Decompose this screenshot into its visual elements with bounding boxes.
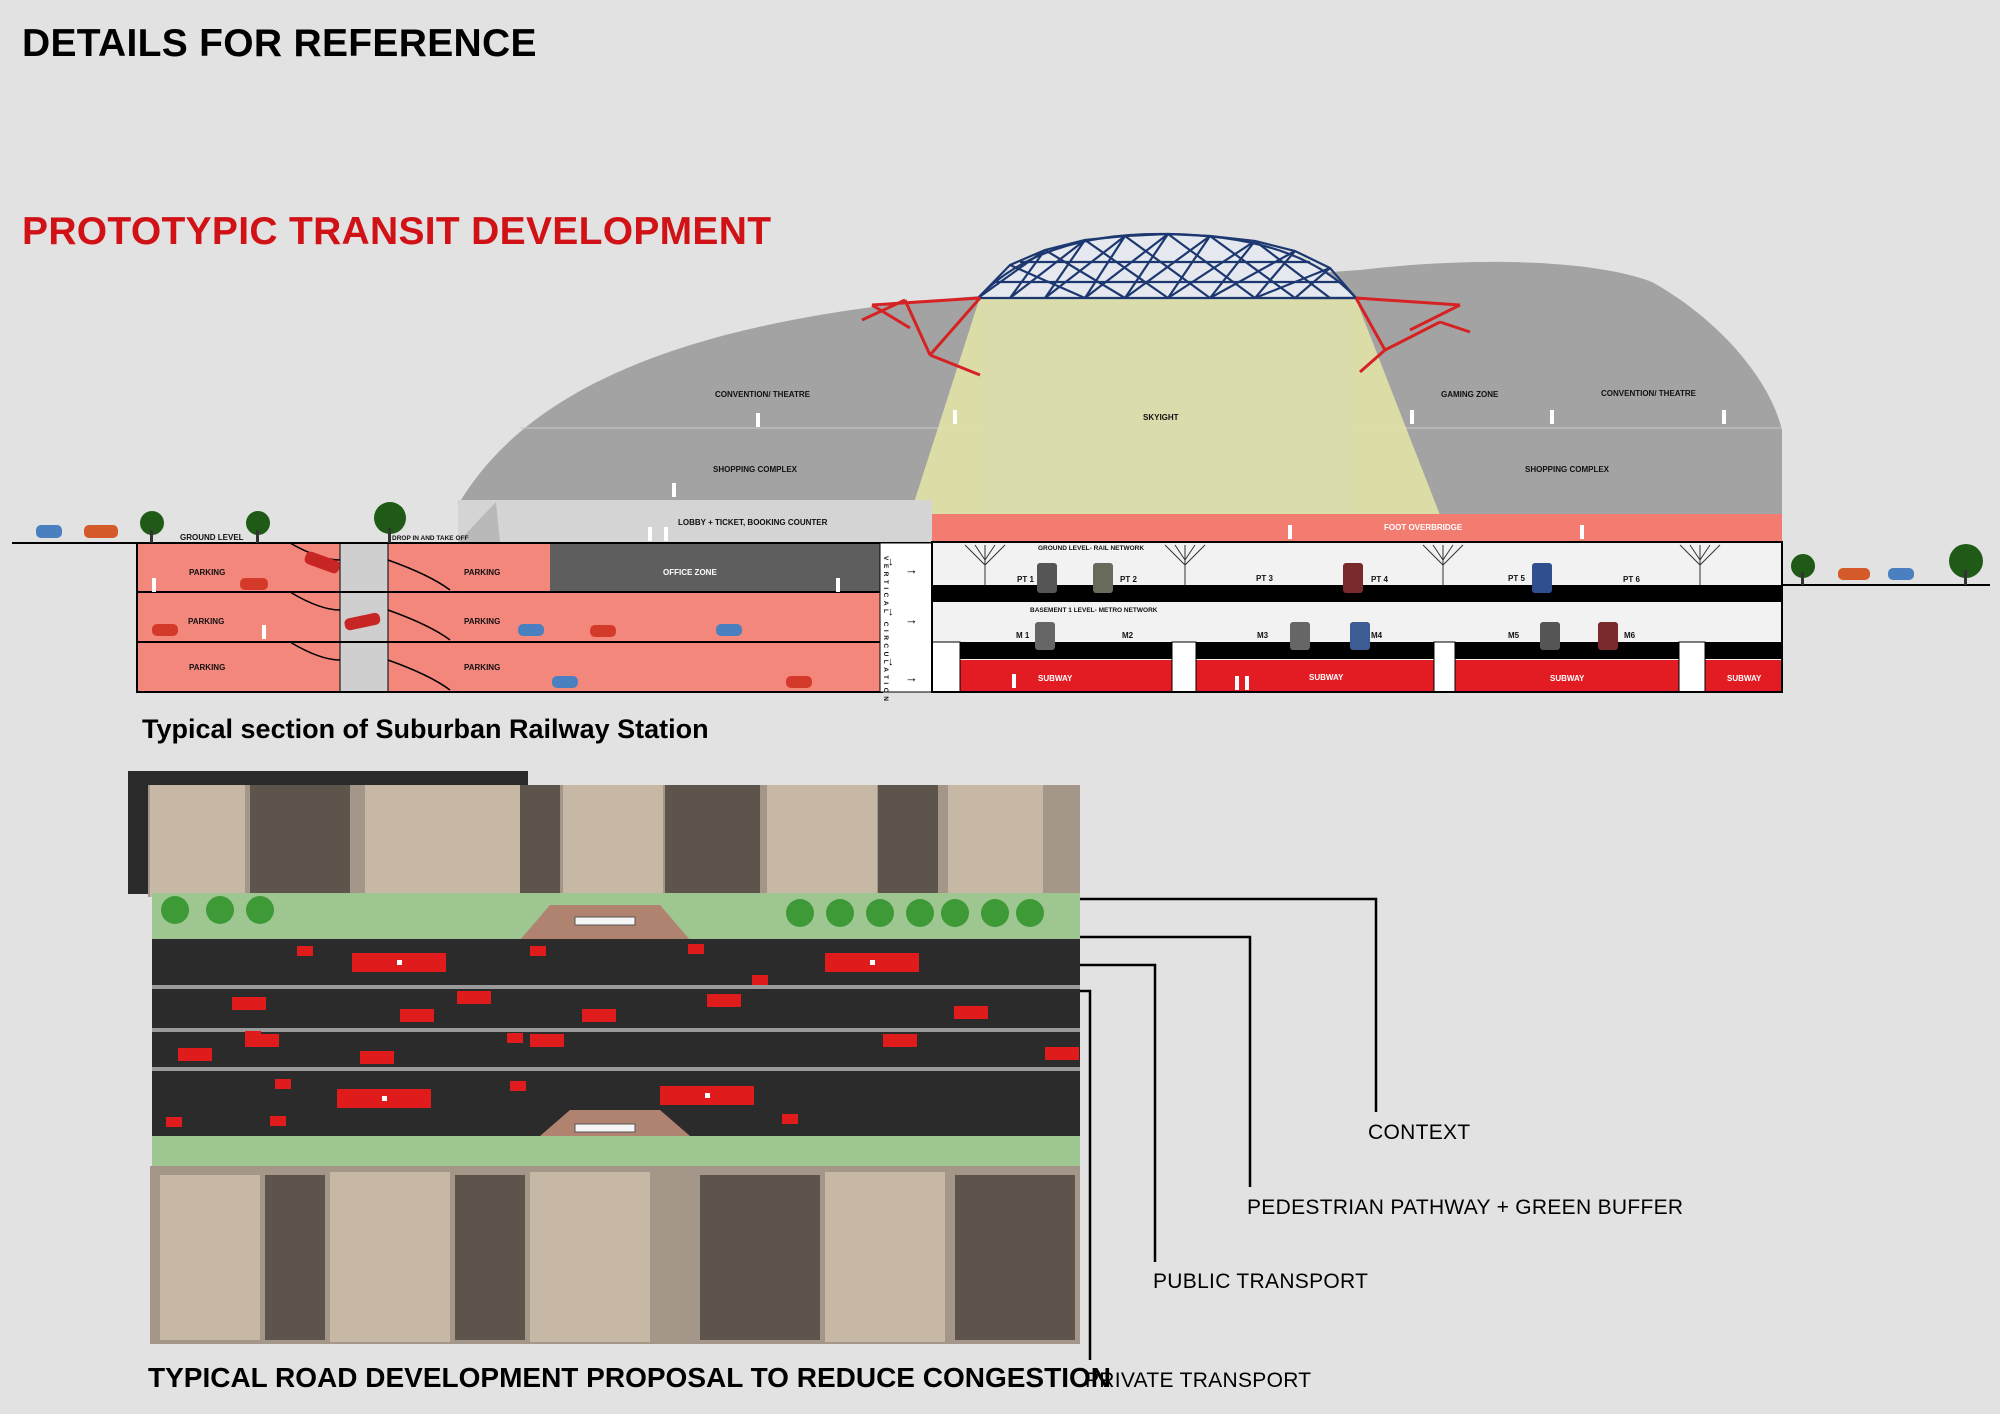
label-pt6: PT 6 <box>1623 575 1640 584</box>
label-m4: M4 <box>1371 631 1383 640</box>
label-lobby: LOBBY + TICKET, BOOKING COUNTER <box>678 518 828 527</box>
label-pt3: PT 3 <box>1256 574 1273 583</box>
plan-caption: TYPICAL ROAD DEVELOPMENT PROPOSAL TO RED… <box>148 1362 1111 1393</box>
label-shopping-right: SHOPPING COMPLEX <box>1525 465 1610 474</box>
svg-text:↓: ↓ <box>888 656 894 668</box>
label-pt4: PT 4 <box>1371 575 1388 584</box>
label-parking-2: PARKING <box>188 617 224 626</box>
callout-pedestrian: PEDESTRIAN PATHWAY + GREEN BUFFER <box>1247 1196 1684 1219</box>
label-shopping-left: SHOPPING COMPLEX <box>713 465 798 474</box>
label-drop-in: DROP IN AND TAKE OFF <box>392 535 468 542</box>
truss-right <box>1354 296 1471 374</box>
label-subway-4: SUBWAY <box>1727 674 1762 683</box>
label-metro-network: BASEMENT 1 LEVEL- METRO NETWORK <box>1030 607 1158 614</box>
label-ground-level: GROUND LEVEL <box>180 533 244 542</box>
label-subway-1: SUBWAY <box>1038 674 1073 683</box>
label-pt5: PT 5 <box>1508 574 1525 583</box>
label-parking-6: PARKING <box>464 663 500 672</box>
section-caption: Typical section of Suburban Railway Stat… <box>142 714 709 744</box>
page-title: DETAILS FOR REFERENCE <box>22 22 537 65</box>
label-m6: M6 <box>1624 631 1636 640</box>
label-office-zone: OFFICE ZONE <box>663 568 717 577</box>
label-skylight: SKYIGHT <box>1143 413 1179 422</box>
label-m5: M5 <box>1508 631 1520 640</box>
label-parking-4: PARKING <box>464 568 500 577</box>
label-pt1: PT 1 <box>1017 575 1034 584</box>
page-subtitle: PROTOTYPIC TRANSIT DEVELOPMENT <box>22 210 772 253</box>
label-subway-2: SUBWAY <box>1309 673 1344 682</box>
truss-left <box>861 296 982 377</box>
label-gaming: GAMING ZONE <box>1441 390 1499 399</box>
label-rail-network: GROUND LEVEL- RAIL NETWORK <box>1038 545 1144 552</box>
parking-levels <box>136 542 883 693</box>
label-parking-1: PARKING <box>189 568 225 577</box>
label-subway-3: SUBWAY <box>1550 674 1585 683</box>
label-m2: M2 <box>1122 631 1134 640</box>
callout-private-transport: PRIVATE TRANSPORT <box>1085 1369 1312 1392</box>
vertical-circulation <box>879 542 933 693</box>
people <box>152 410 1726 690</box>
station-section: ↓ ↓ ↓ → → → <box>12 232 1990 704</box>
svg-text:↓: ↓ <box>888 556 894 568</box>
road-plan <box>128 771 1378 1360</box>
label-foot-overbridge: FOOT OVERBRIDGE <box>1384 523 1463 532</box>
label-pt2: PT 2 <box>1120 575 1137 584</box>
callout-leaders <box>1080 897 1378 1360</box>
callout-context: CONTEXT <box>1368 1121 1471 1144</box>
label-convention-left: CONVENTION/ THEATRE <box>715 390 811 399</box>
svg-text:↓: ↓ <box>888 606 894 618</box>
svg-text:→: → <box>905 670 918 685</box>
cars <box>36 525 1914 688</box>
private-cars <box>166 944 1079 1127</box>
lobby-band <box>458 500 932 542</box>
label-parking-5: PARKING <box>464 617 500 626</box>
foot-overbridge <box>932 514 1782 542</box>
label-convention-right: CONVENTION/ THEATRE <box>1601 389 1697 398</box>
label-m3: M3 <box>1257 631 1269 640</box>
label-m1: M 1 <box>1016 631 1030 640</box>
label-parking-3: PARKING <box>189 663 225 672</box>
trees <box>140 502 1983 585</box>
svg-text:→: → <box>905 612 918 627</box>
label-vertical-circulation: VERTICAL CIRCULATION <box>882 556 889 704</box>
callout-public-transport: PUBLIC TRANSPORT <box>1153 1270 1369 1293</box>
trains <box>1035 563 1618 650</box>
svg-text:→: → <box>905 562 918 577</box>
trees-plan <box>161 896 1044 927</box>
dome <box>975 232 1359 300</box>
